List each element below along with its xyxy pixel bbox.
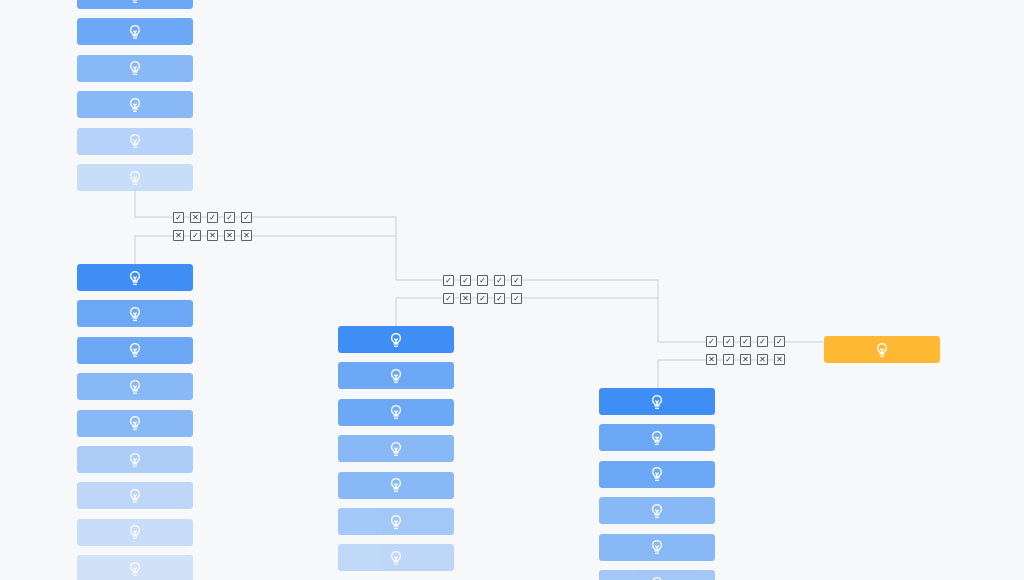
column-4-node[interactable] xyxy=(599,388,715,415)
check-box-icon: ✓ xyxy=(723,336,734,347)
column-1-node[interactable] xyxy=(77,91,193,119)
column-3-node[interactable] xyxy=(338,398,454,426)
column-2-node[interactable] xyxy=(77,446,193,473)
cross-box-icon: ✕ xyxy=(757,354,768,365)
cross-box-icon: ✕ xyxy=(740,354,751,365)
column-4-node[interactable] xyxy=(599,424,715,452)
check-box-icon: ✓ xyxy=(477,293,488,304)
column-2-node[interactable] xyxy=(77,300,193,328)
lightbulb-icon xyxy=(130,343,140,358)
cross-box-icon: ✕ xyxy=(207,230,218,241)
cross-box-icon: ✕ xyxy=(224,230,235,241)
lightbulb-icon xyxy=(130,24,140,39)
column-3-node[interactable] xyxy=(338,435,454,463)
check-box-icon: ✓ xyxy=(443,293,454,304)
check-box-icon: ✓ xyxy=(190,230,201,241)
lightbulb-icon xyxy=(130,379,140,394)
column-2-node[interactable] xyxy=(77,409,193,437)
check-box-icon: ✓ xyxy=(740,336,751,347)
lightbulb-icon xyxy=(391,441,401,456)
lightbulb-icon xyxy=(130,270,140,285)
lightbulb-icon xyxy=(652,394,662,409)
lightbulb-icon xyxy=(130,561,140,576)
check-box-icon: ✓ xyxy=(494,293,505,304)
lightbulb-icon xyxy=(391,550,401,565)
check-box-icon: ✓ xyxy=(706,336,717,347)
connector-path-c xyxy=(395,297,658,326)
column-3-node[interactable] xyxy=(338,326,454,353)
lightbulb-icon xyxy=(391,478,401,493)
check-box-icon: ✓ xyxy=(511,275,522,286)
lightbulb-icon xyxy=(391,405,401,420)
lightbulb-icon xyxy=(652,540,662,555)
column-1-node[interactable] xyxy=(77,127,193,155)
column-3-node[interactable] xyxy=(338,508,454,535)
check-box-icon: ✓ xyxy=(241,212,252,223)
cross-box-icon: ✕ xyxy=(460,293,471,304)
column-1-node[interactable] xyxy=(77,18,193,46)
check-box-icon: ✓ xyxy=(723,354,734,365)
lightbulb-icon xyxy=(130,525,140,540)
check-box-icon: ✓ xyxy=(443,275,454,286)
check-box-icon: ✓ xyxy=(207,212,218,223)
cross-box-icon: ✕ xyxy=(241,230,252,241)
cross-box-icon: ✕ xyxy=(774,354,785,365)
column-2-node[interactable] xyxy=(77,264,193,291)
column-3-node[interactable] xyxy=(338,362,454,390)
check-box-icon: ✓ xyxy=(460,275,471,286)
lightbulb-icon xyxy=(652,503,662,518)
check-box-icon: ✓ xyxy=(774,336,785,347)
lightbulb-icon xyxy=(130,488,140,503)
lightbulb-icon xyxy=(391,368,401,383)
check-box-icon: ✓ xyxy=(494,275,505,286)
cross-box-icon: ✕ xyxy=(706,354,717,365)
column-2-node[interactable] xyxy=(77,518,193,546)
check-box-icon: ✓ xyxy=(511,293,522,304)
check-box-icon: ✓ xyxy=(224,212,235,223)
check-box-icon: ✓ xyxy=(477,275,488,286)
lightbulb-icon xyxy=(130,416,140,431)
lightbulb-icon xyxy=(391,514,401,529)
cross-box-icon: ✕ xyxy=(173,230,184,241)
check-box-icon: ✓ xyxy=(757,336,768,347)
lightbulb-icon xyxy=(130,452,140,467)
column-1-node[interactable] xyxy=(77,0,193,9)
column-4-node[interactable] xyxy=(599,460,715,488)
lightbulb-icon xyxy=(130,134,140,149)
lightbulb-icon xyxy=(652,467,662,482)
connector-path-a xyxy=(134,190,823,343)
column-1-node[interactable] xyxy=(77,164,193,191)
column-2-node[interactable] xyxy=(77,336,193,364)
lightbulb-icon xyxy=(391,332,401,347)
column-4-node[interactable] xyxy=(599,497,715,525)
lightbulb-icon xyxy=(652,430,662,445)
lightbulb-icon xyxy=(130,306,140,321)
lightbulb-icon xyxy=(652,576,662,580)
column-4-node[interactable] xyxy=(599,533,715,561)
column-2-node[interactable] xyxy=(77,373,193,401)
column-2-node[interactable] xyxy=(77,482,193,510)
cross-box-icon: ✕ xyxy=(190,212,201,223)
column-4-node[interactable] xyxy=(599,570,715,580)
column-1-node[interactable] xyxy=(77,54,193,82)
column-3-node[interactable] xyxy=(338,471,454,499)
lightbulb-icon xyxy=(877,342,887,357)
lightbulb-icon xyxy=(130,61,140,76)
winner-node[interactable] xyxy=(824,336,940,363)
connector-path-b xyxy=(134,235,396,264)
column-2-node[interactable] xyxy=(77,555,193,580)
column-3-node[interactable] xyxy=(338,544,454,572)
check-box-icon: ✓ xyxy=(173,212,184,223)
lightbulb-icon xyxy=(130,170,140,185)
lightbulb-icon xyxy=(130,97,140,112)
lightbulb-icon xyxy=(132,0,138,3)
